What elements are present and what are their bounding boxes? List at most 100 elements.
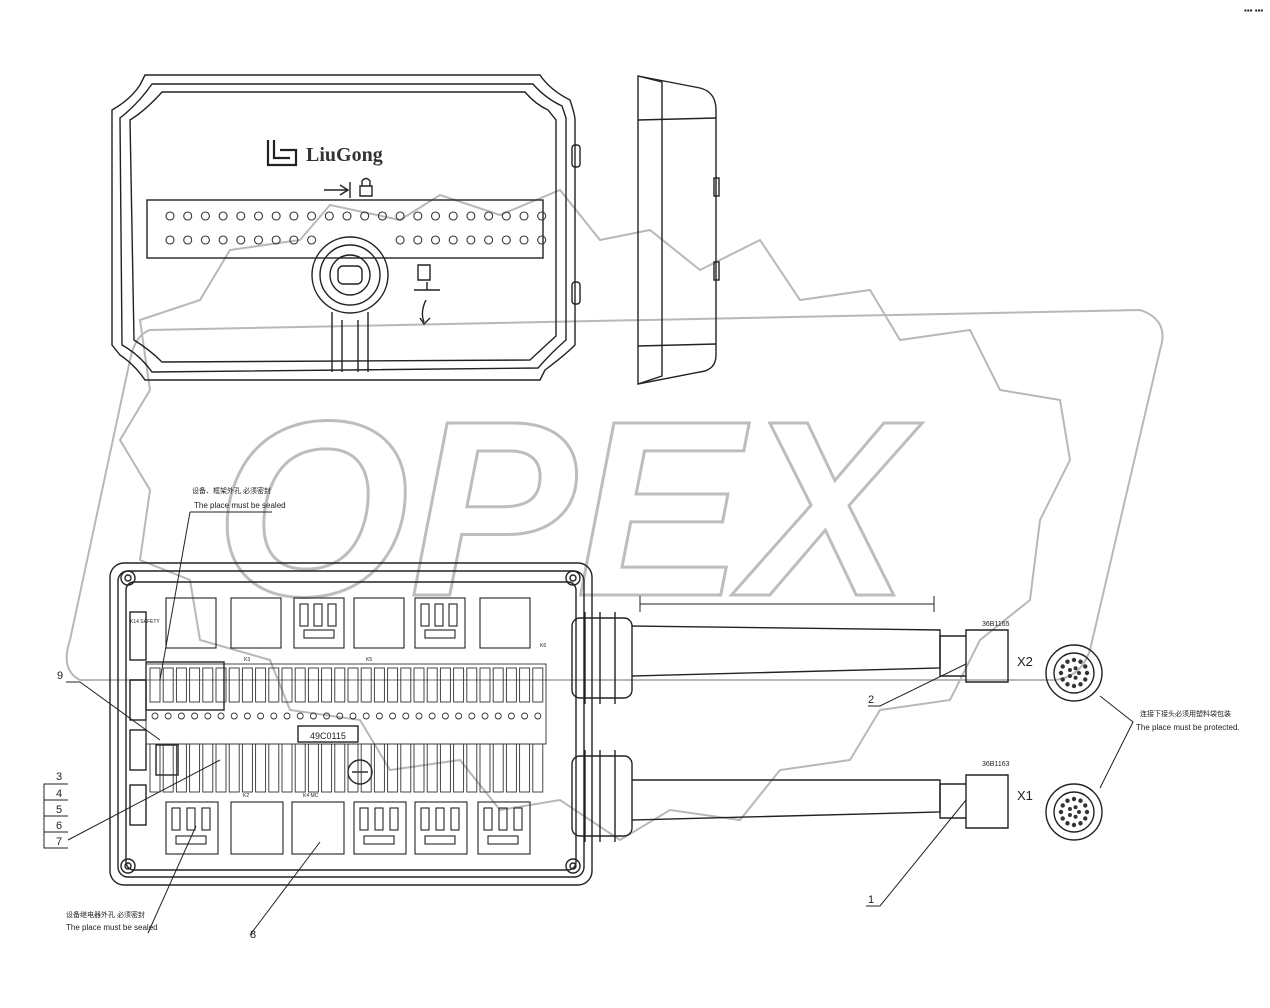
relay-pin: [434, 603, 444, 627]
fuse: [453, 743, 465, 793]
fuse-terminal: [481, 712, 489, 720]
fuse: [334, 743, 346, 793]
callout-1: 1: [868, 894, 874, 906]
connector-pin: [1065, 659, 1070, 664]
relay-pin: [327, 603, 337, 627]
lock-icon: [324, 177, 373, 198]
fuse-terminal: [283, 712, 291, 720]
box-top-dots: [165, 211, 547, 245]
indicator-dot: [183, 235, 193, 245]
fuse-terminal: [349, 712, 357, 720]
connector-pin: [1060, 816, 1065, 821]
fuse: [334, 667, 346, 703]
callout-5: 5: [56, 804, 62, 816]
connector-pin: [1073, 666, 1078, 671]
fuse-terminal: [362, 712, 370, 720]
connector-pin: [1067, 807, 1072, 812]
indicator-dot: [377, 211, 387, 221]
connector-pin: [1083, 664, 1088, 669]
connector-code-x2: 36B1165: [982, 621, 1010, 628]
fuse: [360, 743, 372, 793]
indicator-dot: [218, 235, 228, 245]
fuse: [215, 667, 227, 703]
part-code: 49C0115: [310, 731, 346, 741]
connector-pin: [1067, 668, 1072, 673]
fuse: [505, 667, 517, 703]
fuse: [321, 743, 333, 793]
relay-label-k5: K5: [366, 657, 372, 663]
indicator-dot: [218, 211, 228, 221]
fuse-terminal: [507, 712, 515, 720]
indicator-dot: [253, 235, 264, 245]
connector-pin: [1083, 816, 1088, 821]
fuse: [321, 667, 333, 703]
indicator-dot: [537, 235, 547, 245]
indicator-dot: [271, 235, 281, 245]
fuse: [281, 667, 293, 703]
callout-6: 6: [56, 820, 62, 832]
relay-slot: [230, 597, 282, 649]
fuse: [492, 667, 504, 703]
indicator-dot: [448, 211, 458, 221]
connector-pin: [1067, 673, 1072, 678]
fuse: [505, 743, 517, 793]
callout-7: 7: [56, 836, 62, 848]
fuse: [228, 743, 240, 793]
connector-code-x1: 36B1163: [982, 761, 1010, 768]
connector-pin: [1083, 677, 1088, 682]
watermark-text: OPEX: [215, 369, 923, 648]
fuse-terminal: [191, 712, 199, 720]
fuse: [149, 667, 161, 703]
fuse: [162, 667, 174, 703]
fuse: [453, 667, 465, 703]
connector-pin: [1058, 670, 1064, 676]
fuse: [347, 743, 359, 793]
callout-8: 8: [250, 929, 256, 941]
connector-label-x2: X2: [1017, 654, 1033, 669]
protect-note: The place must be protected.: [1136, 723, 1240, 732]
relay-pin: [483, 807, 493, 831]
box-open-view: [109, 562, 1103, 886]
relay-pin: [450, 807, 460, 831]
fuse: [387, 667, 399, 703]
seal-note-bottom-cn: 设备继电器外孔 必须密封: [66, 910, 145, 919]
indicator-dot: [253, 211, 264, 221]
connector-pin: [1060, 664, 1065, 669]
fuse-terminal: [217, 712, 225, 720]
relay-label-k6: K6: [540, 643, 546, 649]
leader-seal-top: [159, 511, 272, 681]
connector-pin: [1071, 657, 1077, 663]
connector-pin: [1084, 809, 1090, 815]
relay-label-k3: K3: [244, 657, 250, 663]
fuse: [426, 743, 438, 793]
connector-pin: [1071, 822, 1077, 828]
connector-pin: [1058, 809, 1064, 815]
connector-pin: [1077, 671, 1081, 675]
fuse: [189, 743, 201, 793]
connector-pin: [1073, 814, 1078, 819]
relay-pin: [448, 603, 458, 627]
box-top-view: [111, 74, 581, 381]
connector-pin: [1077, 810, 1081, 814]
fuse-terminal: [415, 712, 423, 720]
indicator-dot: [289, 235, 299, 245]
indicator-dot: [307, 211, 317, 221]
indicator-dot: [466, 235, 476, 245]
connector-pin: [1060, 803, 1065, 808]
relay-label-k2: K2: [243, 793, 249, 799]
fuse: [294, 667, 306, 703]
relay-pin: [424, 629, 456, 639]
fuse: [492, 743, 504, 793]
fuse-block: [145, 663, 547, 745]
relay-pin: [186, 807, 196, 831]
fuse: [228, 667, 240, 703]
corner-mark: ▪▪▪ ▪▪▪: [1244, 6, 1263, 15]
indicator-dot: [519, 235, 529, 245]
fuse: [202, 667, 214, 703]
relay-slot: [353, 801, 407, 855]
relay-slot: [230, 801, 284, 855]
indicator-dot: [430, 211, 441, 221]
indicator-dot: [236, 211, 246, 221]
fuse-terminal: [204, 712, 212, 720]
fuse-terminal: [389, 712, 397, 720]
